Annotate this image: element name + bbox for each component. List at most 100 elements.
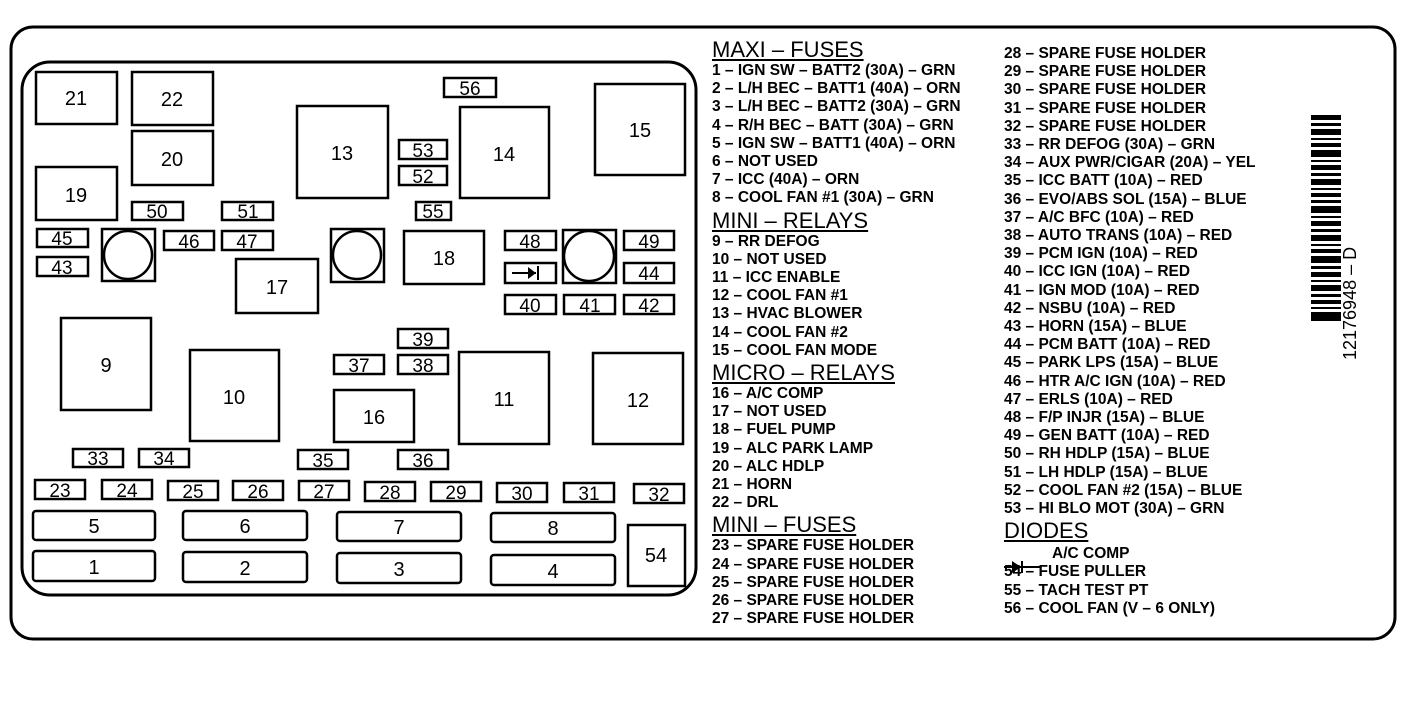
legend-entry: 29 – SPARE FUSE HOLDER xyxy=(1004,63,1207,81)
svg-text:44: 44 xyxy=(638,264,660,285)
legend-entry: 26 – SPARE FUSE HOLDER xyxy=(712,592,915,610)
legend-entry: 2 – L/H BEC – BATT1 (40A) – ORN xyxy=(712,80,961,98)
svg-text:16: 16 xyxy=(363,407,385,429)
maxi-fuse-6: 6 xyxy=(181,509,309,542)
legend-entry: 20 – ALC HDLP xyxy=(712,457,825,475)
svg-text:15: 15 xyxy=(629,120,651,142)
heading-micro-relays: MICRO – RELAYS xyxy=(712,360,895,386)
fuse-23: 23 xyxy=(33,478,87,502)
legend-entry: 42 – NSBU (10A) – RED xyxy=(1004,299,1176,317)
legend-entry: 53 – HI BLO MOT (30A) – GRN xyxy=(1004,500,1225,518)
fuse-41: 41 xyxy=(562,293,617,317)
svg-text:46: 46 xyxy=(178,232,199,253)
relay-17: 17 xyxy=(234,257,320,315)
fuse-47: 47 xyxy=(220,229,275,253)
legend-entry: 48 – F/P INJR (15A) – BLUE xyxy=(1004,409,1205,427)
fuse-55: 55 xyxy=(414,200,453,223)
legend-entry: 27 – SPARE FUSE HOLDER xyxy=(712,610,915,628)
svg-text:11: 11 xyxy=(494,389,515,411)
fuse-36: 36 xyxy=(396,448,450,472)
fuse-53: 53 xyxy=(397,138,449,162)
legend-column-right: 28 – SPARE FUSE HOLDER 29 – SPARE FUSE H… xyxy=(1004,45,1256,618)
fuse-27: 27 xyxy=(297,479,351,503)
relay-18: 18 xyxy=(402,229,486,286)
svg-text:9: 9 xyxy=(100,355,111,377)
svg-text:33: 33 xyxy=(87,449,108,470)
fuse-52: 52 xyxy=(397,164,449,188)
fuse-33: 33 xyxy=(71,447,125,470)
svg-text:51: 51 xyxy=(237,202,258,223)
svg-text:2: 2 xyxy=(239,558,250,580)
svg-text:39: 39 xyxy=(412,330,433,351)
svg-text:23: 23 xyxy=(49,481,70,502)
legend-entry: 13 – HVAC BLOWER xyxy=(712,305,863,323)
svg-text:30: 30 xyxy=(511,484,532,505)
legend-entry: 46 – HTR A/C IGN (10A) – RED xyxy=(1004,372,1226,390)
fuse-25: 25 xyxy=(166,479,220,503)
maxi-fuse-2: 2 xyxy=(181,550,309,584)
legend-entry: 19 – ALC PARK LAMP xyxy=(712,439,874,457)
legend-entry: 17 – NOT USED xyxy=(712,403,827,421)
relay-16: 16 xyxy=(332,388,416,444)
legend-entry: 43 – HORN (15A) – BLUE xyxy=(1004,318,1187,336)
part-number: 12176948 – D xyxy=(1340,246,1360,360)
svg-text:35: 35 xyxy=(312,451,333,472)
legend-entry: 55 – TACH TEST PT xyxy=(1004,581,1149,599)
relay-22: 22 xyxy=(130,70,215,127)
relay-19: 19 xyxy=(34,165,119,222)
legend-entry: 12 – COOL FAN #1 xyxy=(712,287,848,305)
svg-text:40: 40 xyxy=(519,296,540,317)
svg-text:8: 8 xyxy=(547,518,558,540)
fuse-38: 38 xyxy=(396,353,450,377)
svg-text:49: 49 xyxy=(638,232,659,253)
relay-13: 13 xyxy=(295,104,390,200)
svg-text:36: 36 xyxy=(412,451,433,472)
svg-text:27: 27 xyxy=(313,482,334,503)
svg-text:18: 18 xyxy=(433,248,455,270)
legend-entry: 52 – COOL FAN #2 (15A) – BLUE xyxy=(1004,481,1243,499)
svg-text:47: 47 xyxy=(236,232,257,253)
legend-entry: 50 – RH HDLP (15A) – BLUE xyxy=(1004,445,1210,463)
legend-entry: 8 – COOL FAN #1 (30A) – GRN xyxy=(712,189,934,207)
fuse-56: 56 xyxy=(442,76,498,100)
svg-text:32: 32 xyxy=(648,485,669,506)
svg-text:10: 10 xyxy=(223,387,245,409)
svg-text:5: 5 xyxy=(88,516,99,538)
fuse-45: 45 xyxy=(35,227,90,250)
legend-entry: 1 – IGN SW – BATT2 (30A) – GRN xyxy=(712,62,956,79)
legend-entry: 51 – LH HDLP (15A) – BLUE xyxy=(1004,463,1208,481)
fuse-50: 50 xyxy=(130,200,185,223)
fuse-block-outline xyxy=(20,60,698,597)
legend-entry: 4 – R/H BEC – BATT (30A) – GRN xyxy=(712,116,954,134)
legend-entry: 36 – EVO/ABS SOL (15A) – BLUE xyxy=(1004,190,1247,208)
legend-entry: 24 – SPARE FUSE HOLDER xyxy=(712,555,915,573)
legend-entry: 25 – SPARE FUSE HOLDER xyxy=(712,573,915,591)
svg-text:26: 26 xyxy=(247,482,268,503)
legend-entry: 10 – NOT USED xyxy=(712,250,827,268)
svg-text:13: 13 xyxy=(331,143,353,165)
svg-text:25: 25 xyxy=(182,482,203,503)
heading-mini-relays: MINI – RELAYS xyxy=(712,207,869,233)
svg-text:29: 29 xyxy=(445,483,466,504)
svg-text:56: 56 xyxy=(459,79,480,100)
fuse-37: 37 xyxy=(332,353,386,377)
relay-11: 11 xyxy=(457,350,551,446)
legend-entry: 5 – IGN SW – BATT1 (40A) – ORN xyxy=(712,134,956,152)
legend-entry: 15 – COOL FAN MODE xyxy=(712,341,878,359)
legend-entry: 9 – RR DEFOG xyxy=(712,232,820,250)
svg-text:1: 1 xyxy=(88,557,99,579)
maxi-fuse-5: 5 xyxy=(31,509,157,542)
fuse-30: 30 xyxy=(495,481,549,505)
relay-14: 14 xyxy=(458,105,551,200)
legend-entry: 35 – ICC BATT (10A) – RED xyxy=(1004,172,1203,190)
legend-entry: 7 – ICC (40A) – ORN xyxy=(712,171,860,189)
svg-text:7: 7 xyxy=(393,517,404,539)
legend-entry: 32 – SPARE FUSE HOLDER xyxy=(1004,117,1207,135)
svg-text:14: 14 xyxy=(493,144,515,166)
svg-text:3: 3 xyxy=(393,559,404,581)
legend-entry: 30 – SPARE FUSE HOLDER xyxy=(1004,81,1207,99)
svg-text:6: 6 xyxy=(239,516,250,538)
fuse-puller-54: 54 xyxy=(626,523,687,588)
legend-entry: 38 – AUTO TRANS (10A) – RED xyxy=(1004,227,1233,245)
legend-entry: 44 – PCM BATT (10A) – RED xyxy=(1004,336,1211,354)
